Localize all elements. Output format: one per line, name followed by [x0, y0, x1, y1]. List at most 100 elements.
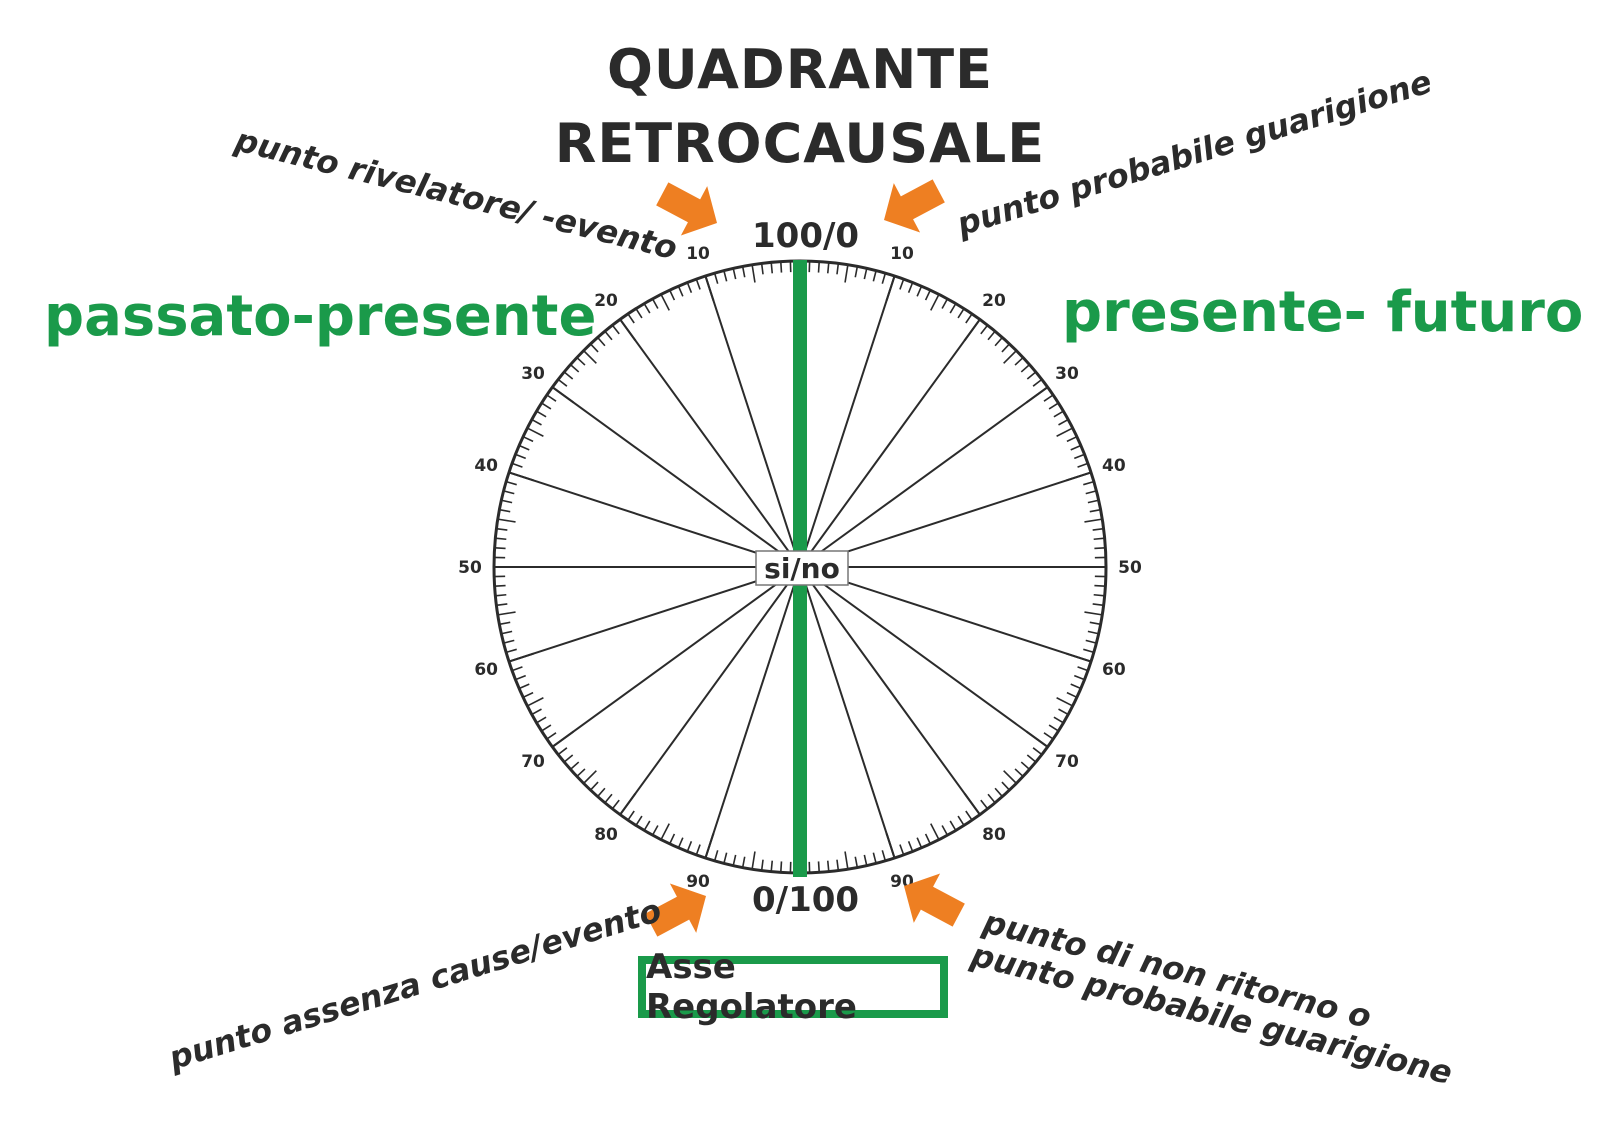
dial-tick	[515, 453, 527, 460]
dial-tick	[1003, 770, 1017, 784]
dial-tick	[723, 270, 728, 282]
dial-tick	[677, 285, 684, 297]
dial-tick	[604, 793, 613, 804]
dial-tick	[1093, 537, 1105, 541]
dial-tick	[515, 674, 527, 681]
arrows	[645, 179, 965, 937]
dial-tick	[497, 518, 516, 523]
dial-tick	[503, 490, 515, 495]
dial-tick	[713, 850, 719, 862]
dial-tick	[1032, 747, 1043, 756]
dial-spoke	[799, 318, 981, 568]
dial-tick	[695, 278, 701, 290]
dial-tick	[930, 293, 940, 311]
dial-label-right: 50	[1118, 558, 1142, 578]
dial-tick	[494, 546, 506, 550]
dial-tick	[1089, 621, 1101, 626]
dial-tick	[751, 851, 756, 870]
dial-tick	[643, 820, 651, 831]
dial-tick	[1014, 768, 1024, 778]
dial-tick	[741, 856, 746, 868]
dial-tick	[930, 823, 940, 841]
dial-tick	[589, 343, 599, 353]
dial-tick	[907, 282, 914, 294]
dial-tick	[1053, 410, 1064, 418]
dial-tick	[994, 336, 1003, 347]
dial-tick	[949, 303, 957, 314]
dial-label-left: 10	[686, 244, 710, 264]
dial-spoke	[704, 566, 801, 859]
dial-tick	[501, 499, 513, 504]
dial-tick	[1043, 732, 1054, 740]
dial-label-left: 90	[686, 872, 710, 892]
dial-tick	[503, 639, 515, 644]
dial-tick	[604, 330, 613, 341]
dial-tick	[1092, 603, 1104, 607]
dial-label-right: 30	[1055, 364, 1079, 384]
dial-tick	[501, 630, 513, 635]
dial-tick	[695, 844, 701, 856]
dial-tick	[531, 418, 542, 426]
dial-spoke	[508, 471, 801, 568]
dial-tick	[817, 861, 821, 873]
side-label-left: passato-presente	[44, 284, 597, 349]
dial-tick	[980, 324, 989, 335]
dial-label-right: 70	[1055, 752, 1079, 772]
dial-tick	[957, 815, 965, 826]
dial-tick	[1048, 402, 1059, 410]
dial-tick	[826, 860, 830, 872]
dial-tick	[1026, 754, 1037, 763]
scale-label-bottom: 0/100	[752, 880, 860, 920]
dial-tick	[994, 787, 1003, 798]
dial-tick	[965, 313, 973, 324]
dial-tick	[854, 266, 859, 278]
dial-tick	[1048, 724, 1059, 732]
dial-tick	[899, 844, 905, 856]
title-line-1: QUADRANTE	[607, 38, 993, 101]
dial-tick	[872, 270, 877, 282]
dial-tick	[916, 837, 923, 849]
dial-tick	[495, 537, 507, 541]
dial-label-left: 60	[474, 660, 498, 680]
arrow-top-right-icon	[884, 179, 945, 233]
dial-tick	[760, 859, 764, 871]
dial-tick	[741, 266, 746, 278]
dial-tick	[686, 282, 693, 294]
dial-tick	[1073, 453, 1085, 460]
dial-label-right: 20	[982, 291, 1006, 311]
dial-tick	[569, 364, 580, 373]
dial-tick	[677, 837, 684, 849]
dial-tick	[1066, 435, 1078, 443]
dial-tick	[536, 716, 547, 724]
dial-tick	[541, 402, 552, 410]
dial-tick	[1043, 394, 1054, 402]
dial-tick	[505, 480, 517, 486]
dial-tick	[651, 825, 659, 836]
dial-tick	[627, 313, 635, 324]
dial-tick	[557, 747, 568, 756]
dial-tick	[495, 593, 507, 597]
dial-tick	[611, 324, 620, 335]
dial-tick	[723, 852, 728, 864]
dial-tick	[770, 262, 774, 274]
dial-tick	[531, 708, 542, 716]
dial-tick	[1083, 480, 1095, 486]
dial-tick	[546, 394, 557, 402]
dial-tick	[627, 810, 635, 821]
dial-tick	[597, 336, 606, 347]
dial-label-left: 50	[458, 558, 482, 578]
asse-regolatore-box: Asse Regolatore	[638, 947, 948, 1027]
dial-tick	[611, 799, 620, 810]
dial-spoke	[799, 275, 896, 568]
dial-tick	[779, 861, 783, 873]
dial-tick	[505, 648, 517, 654]
dial-label-left: 40	[474, 456, 498, 476]
dial-tick	[563, 371, 574, 380]
dial-tick	[563, 754, 574, 763]
dial-tick	[949, 820, 957, 831]
arrow-top-left-icon	[656, 182, 717, 236]
dial-tick	[536, 410, 547, 418]
dial-tick	[732, 268, 737, 280]
dial-tick	[987, 793, 996, 804]
